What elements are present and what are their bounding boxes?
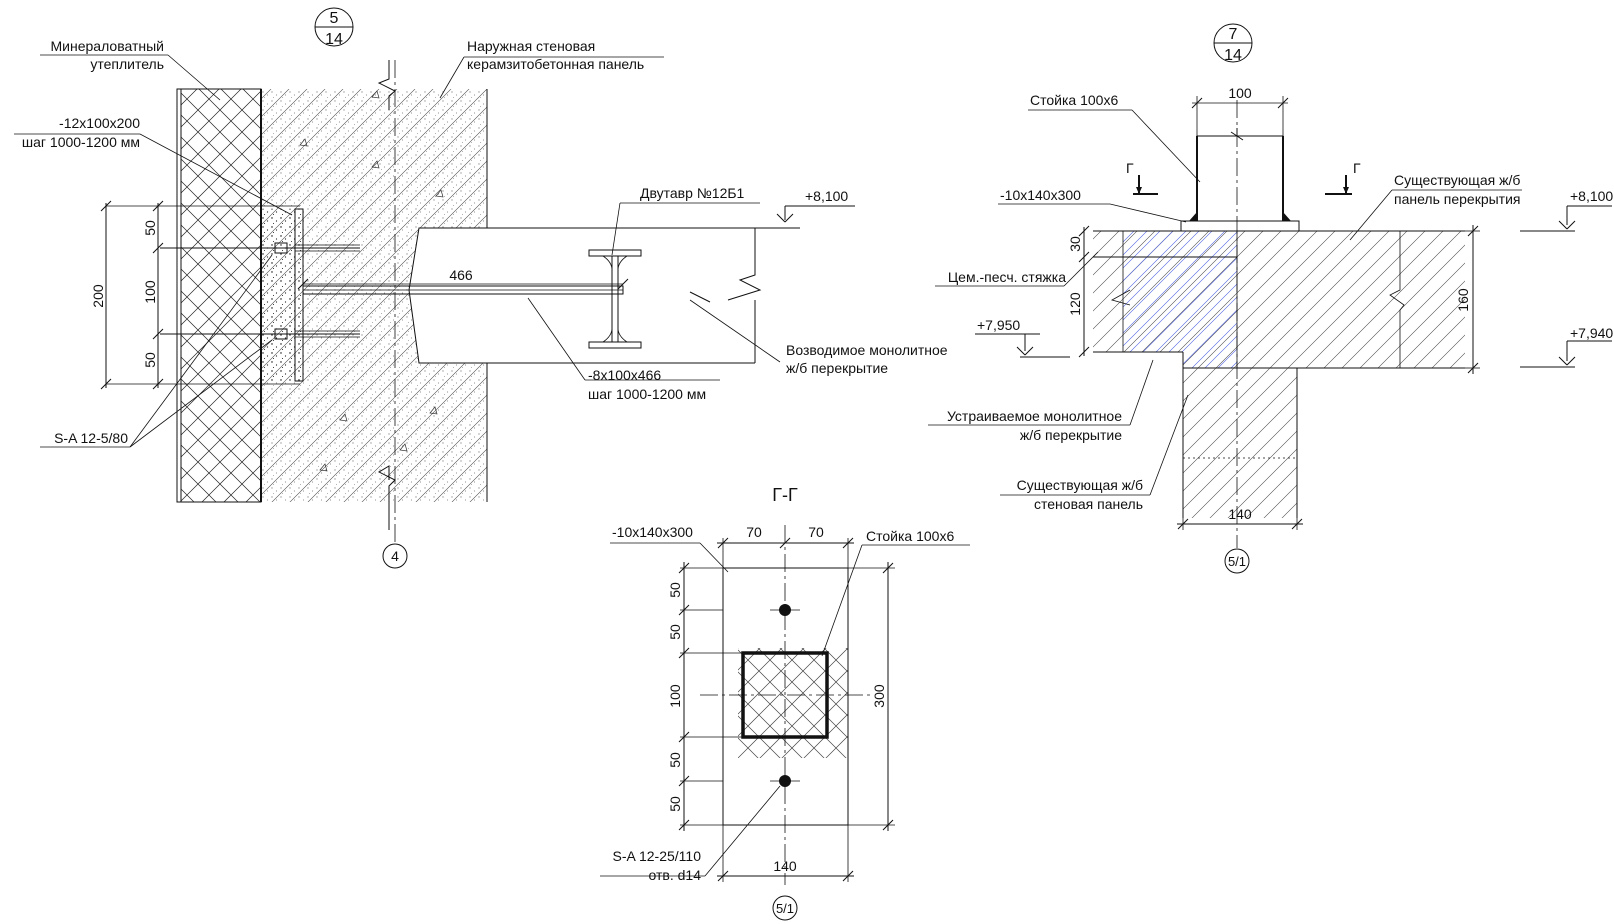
label-existing-wall-line1: Существующая ж/б [1017,477,1143,493]
dim-466: 466 [449,267,473,283]
dim-50-4: 50 [667,796,683,812]
label-anchor-section-line2: отв. d14 [649,867,702,883]
dim-140-section: 140 [773,858,797,874]
detail-5: 5 14 4 [14,7,948,569]
section-gg: Г-Г 70 70 [600,485,970,921]
cut-mark-right: Г [1325,160,1361,195]
label-strip-line2: шаг 1000-1200 мм [588,386,706,402]
dim-30: 30 [1067,236,1083,252]
label-screed: Цем.-песч. стяжка [948,269,1066,285]
labels-detail-5: Минераловатный утеплитель Наружная стено… [14,38,948,448]
section-gg-title: Г-Г [772,485,798,505]
label-plate-detail7: -10x140x300 [1000,187,1081,203]
monolithic-slab-edges [419,227,755,364]
label-plate-section: -10x140x300 [612,524,693,540]
label-existing-wall-line2: стеновая панель [1034,496,1143,512]
dimension-70-70: 70 70 [717,524,854,568]
dim-140-detail7: 140 [1228,506,1252,522]
dim-200: 200 [90,284,106,308]
existing-slab [1237,231,1465,368]
weld-hatch [738,648,848,758]
label-new-slab-line2: ж/б перекрытие [786,360,888,376]
detail-marker-7: 7 14 [1213,23,1253,64]
cut-label-left: Г [1126,160,1134,176]
level-mark-7940: +7,940 [1520,325,1613,368]
marker-7-sheet: 14 [1224,47,1242,64]
cut-mark-left: Г [1126,160,1158,195]
dim-120: 120 [1067,292,1083,316]
level-7950-label: +7,950 [977,317,1020,333]
dimension-466: 466 [297,267,629,290]
label-existing-slab-line1: Существующая ж/б [1394,172,1520,188]
dim-100-section: 100 [667,684,683,708]
break-line-top [377,60,396,110]
label-plate-line1: -12x100x200 [59,115,140,131]
steel-plate-12x100x200 [294,208,304,382]
i-beam-12b1 [588,249,642,349]
anchor-bolts [160,242,360,340]
label-new-slab-detail7-line1: Устраиваемое монолитное [947,408,1122,424]
detail-marker-5: 5 14 [314,7,354,48]
dimension-chain-section: 50 50 100 50 50 [667,562,743,831]
level-mark-8100-right: +8,100 [1520,188,1613,232]
label-insulation-line1: Минераловатный [51,38,164,54]
dim-70-right: 70 [808,524,824,540]
dim-50-2: 50 [667,624,683,640]
base-plate-10x140x300 [1180,220,1300,232]
level-7940-label: +7,940 [1570,325,1613,341]
dimension-300: 300 [848,562,895,831]
dim-100-post: 100 [1228,85,1252,101]
label-anchor-section-line1: S-A 12-25/110 [613,848,702,864]
label-existing-slab-line2: панель перекрытия [1394,191,1521,207]
axis-5-1-label-detail7: 5/1 [1228,554,1246,569]
steel-post-100x6 [1196,135,1284,222]
dim-160: 160 [1455,288,1471,312]
detail-7: 7 14 5/1 100 [928,23,1613,574]
mineral-wool-insulation [181,89,261,502]
dim-300: 300 [871,684,887,708]
label-panel-line1: Наружная стеновая [467,38,595,54]
dimension-chain-detail7: 30 120 160 140 [1067,225,1480,530]
label-new-slab-line1: Возводимое монолитное [786,342,948,358]
dim-70-left: 70 [746,524,762,540]
axis-4-label: 4 [391,548,399,564]
dimension-chain-left: 200 50 100 50 [90,200,300,390]
label-ibeam: Двутавр №12Б1 [640,185,745,201]
dimension-100-post: 100 [1191,85,1289,136]
level-8100-label: +8,100 [805,188,848,204]
marker-5-number: 5 [330,10,339,27]
level-8100-right-label: +8,100 [1570,188,1613,204]
existing-wall-panel [1183,368,1297,518]
label-panel-line2: керамзитобетонная панель [467,56,644,72]
dimension-140-section: 140 [717,825,854,882]
label-post-detail7: Стойка 100x6 [1030,92,1118,108]
marker-5-sheet: 14 [325,31,343,48]
marker-7-number: 7 [1229,26,1238,43]
level-mark-8100: +8,100 [755,188,855,229]
dim-50-3: 50 [667,752,683,768]
labels-section-gg: -10x140x300 Стойка 100x6 S-A 12-25/110 о… [600,524,970,883]
dim-100: 100 [142,280,158,304]
label-plate-line2: шаг 1000-1200 мм [22,134,140,150]
cut-label-right: Г [1353,160,1361,176]
label-anchor: S-A 12-5/80 [54,430,128,446]
level-mark-7950: +7,950 [975,317,1070,358]
dim-50-1: 50 [667,582,683,598]
label-strip-line1: -8x100x466 [588,367,661,383]
dim-50-top: 50 [142,220,158,236]
new-monolithic-slab [1123,231,1237,368]
dim-50-bottom: 50 [142,352,158,368]
aggregate-marks [299,90,444,472]
label-post-section: Стойка 100x6 [866,528,954,544]
labels-detail-7: Стойка 100x6 -10x140x300 Цем.-песч. стяж… [928,92,1522,512]
axis-5-1-label-section: 5/1 [776,901,794,916]
break-line-bottom [377,465,396,530]
label-new-slab-detail7-line2: ж/б перекрытие [1020,427,1122,443]
label-insulation-line2: утеплитель [90,56,164,72]
